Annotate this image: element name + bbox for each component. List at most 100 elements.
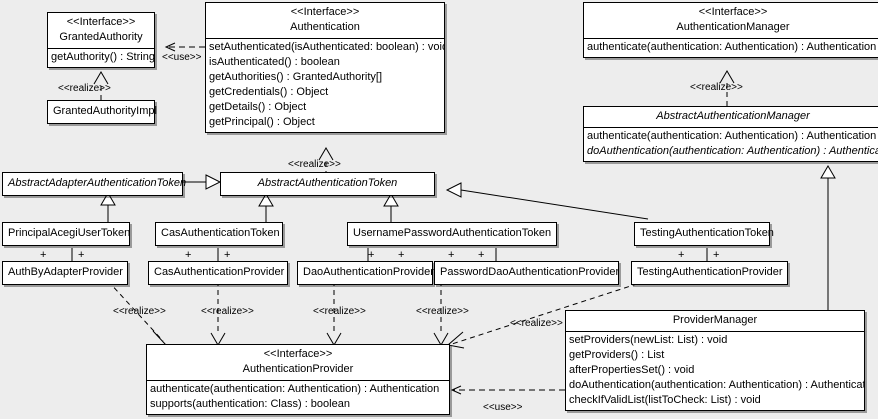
class-auth-by-adapter-provider[interactable]: AuthByAdapterProvider [2, 261, 128, 285]
method-item: getPrincipal() : Object [209, 116, 315, 128]
class-name: CasAuthenticationProvider [154, 266, 285, 278]
assoc-marker-upat-right: + [448, 249, 455, 261]
class-name: Authentication [290, 21, 360, 33]
label-use-provider-manager: <<use>> [483, 402, 523, 413]
class-name: AuthenticationManager [676, 21, 790, 33]
class-name: CasAuthenticationToken [161, 227, 280, 239]
assoc-marker-testing-right: + [713, 249, 720, 261]
class-header: TestingAuthenticationProvider [632, 262, 787, 284]
assoc-marker-cas-left: + [185, 249, 192, 261]
label-realize-abstract-authentication-manager: <<realize>> [690, 82, 743, 93]
method-compartment: getAuthority() : String [48, 48, 154, 67]
class-abstract-authentication-manager[interactable]: AbstractAuthenticationManager authentica… [583, 106, 878, 162]
class-cas-authentication-provider[interactable]: CasAuthenticationProvider [148, 261, 288, 285]
class-header: <<Interface>> AuthenticationManager [584, 3, 878, 38]
class-authentication-provider[interactable]: <<Interface>> AuthenticationProvider aut… [146, 344, 450, 415]
class-testing-authentication-provider[interactable]: TestingAuthenticationProvider [631, 261, 788, 285]
class-testing-authentication-token[interactable]: TestingAuthenticationToken [634, 222, 774, 246]
class-principal-acegi-user-token[interactable]: PrincipalAcegiUserToken [2, 222, 130, 246]
stereotype-label: <<Interface>> [66, 16, 136, 28]
class-header: AbstractAuthenticationManager [584, 107, 878, 127]
class-name: AbstractAdapterAuthenticationToken [8, 177, 187, 189]
assoc-marker-principal-left: + [40, 249, 47, 261]
class-header: PrincipalAcegiUserToken [3, 223, 131, 245]
label-realize-abstract-authentication-token: <<realize>> [288, 159, 341, 170]
assoc-marker-principal-right: + [78, 249, 85, 261]
class-abstract-adapter-authentication-token[interactable]: AbstractAdapterAuthenticationToken [2, 172, 187, 196]
method-item: checkIfValidList(listToCheck: List) : vo… [569, 394, 761, 406]
class-header: CasAuthenticationProvider [149, 262, 287, 284]
class-header: AbstractAdapterAuthenticationToken [3, 173, 187, 195]
method-compartment: setProviders(newList: List) : void getPr… [566, 331, 864, 410]
label-realize-password-dao-provider: <<realize>> [416, 306, 469, 317]
class-name: PrincipalAcegiUserToken [8, 227, 131, 239]
edge-castoken-extends-abstracttoken [258, 193, 274, 222]
method-item: getAuthority() : String [51, 51, 154, 63]
class-header: CasAuthenticationToken [156, 223, 282, 245]
label-realize-testing-provider: <<realize>> [510, 318, 563, 329]
label-realize-auth-by-adapter: <<realize>> [113, 306, 166, 317]
class-header: GrantedAuthorityImpl [48, 101, 157, 123]
class-abstract-authentication-token[interactable]: AbstractAuthenticationToken [220, 172, 435, 196]
class-header: TestingAuthenticationToken [635, 223, 774, 245]
class-authentication-manager[interactable]: <<Interface>> AuthenticationManager auth… [583, 2, 878, 58]
stereotype-label: <<Interface>> [698, 6, 768, 18]
method-item: setAuthenticated(isAuthenticated: boolea… [209, 41, 444, 53]
method-item: doAuthentication(authentication: Authent… [587, 145, 878, 157]
class-password-dao-authentication-provider[interactable]: PasswordDaoAuthenticationProvider [434, 261, 619, 285]
method-item: afterPropertiesSet() : void [569, 364, 695, 376]
class-header: AbstractAuthenticationToken [221, 173, 434, 195]
class-name: GrantedAuthorityImpl [53, 105, 157, 117]
class-header: DaoAuthenticationProvider [298, 262, 434, 284]
method-item: getCredentials() : Object [209, 86, 329, 98]
class-name: TestingAuthenticationToken [640, 227, 774, 239]
label-use-granted-authority: <<use>> [162, 52, 202, 63]
class-header: PasswordDaoAuthenticationProvider [435, 262, 620, 284]
class-header: ProviderManager [566, 311, 864, 331]
class-name: PasswordDaoAuthenticationProvider [440, 266, 620, 278]
method-item: authenticate(authentication: Authenticat… [587, 41, 877, 53]
edge-testingtoken-extends-abstracttoken [445, 182, 649, 220]
class-header: <<Interface>> AuthenticationProvider [147, 345, 449, 380]
class-header: <<Interface>> Authentication [206, 3, 444, 38]
assoc-marker-upat-far: + [478, 249, 485, 261]
class-name: TestingAuthenticationProvider [637, 266, 783, 278]
method-item: authenticate(authentication: Authenticat… [587, 130, 877, 142]
class-name: DaoAuthenticationProvider [303, 266, 434, 278]
class-name: AuthByAdapterProvider [8, 266, 123, 278]
method-compartment: setAuthenticated(isAuthenticated: boolea… [206, 38, 444, 132]
label-realize-dao-provider: <<realize>> [313, 306, 366, 317]
assoc-marker-upat-mid: + [398, 249, 405, 261]
class-name: GrantedAuthority [59, 31, 143, 43]
label-realize-granted-authority-impl: <<realize>> [58, 83, 111, 94]
class-name: UsernamePasswordAuthenticationToken [353, 227, 552, 239]
class-granted-authority[interactable]: <<Interface>> GrantedAuthority getAuthor… [47, 12, 155, 68]
edge-upat-extends-abstracttoken [383, 193, 399, 222]
class-granted-authority-impl[interactable]: GrantedAuthorityImpl [47, 100, 157, 124]
assoc-marker-upat-left: + [368, 249, 375, 261]
method-item: getProviders() : List [569, 349, 665, 361]
assoc-marker-testing-left: + [678, 249, 685, 261]
class-header: <<Interface>> GrantedAuthority [48, 13, 154, 48]
class-username-password-authentication-token[interactable]: UsernamePasswordAuthenticationToken [347, 222, 557, 246]
method-item: isAuthenticated() : boolean [209, 56, 340, 68]
class-header: UsernamePasswordAuthenticationToken [348, 223, 556, 245]
method-item: setProviders(newList: List) : void [569, 334, 728, 346]
class-name: AbstractAuthenticationToken [257, 177, 398, 189]
assoc-marker-cas-right: + [224, 249, 231, 261]
method-item: getDetails() : Object [209, 101, 307, 113]
stereotype-label: <<Interface>> [263, 348, 333, 360]
class-name: AuthenticationProvider [242, 363, 354, 375]
class-provider-manager[interactable]: ProviderManager setProviders(newList: Li… [565, 310, 865, 411]
class-dao-authentication-provider[interactable]: DaoAuthenticationProvider [297, 261, 434, 285]
class-name: ProviderManager [672, 314, 758, 326]
edge-principaltoken-extends-adaptertoken [100, 192, 116, 222]
method-item: supports(authentication: Class) : boolea… [150, 398, 350, 410]
class-authentication[interactable]: <<Interface>> Authentication setAuthenti… [205, 2, 445, 133]
class-cas-authentication-token[interactable]: CasAuthenticationToken [155, 222, 283, 246]
method-item: doAuthentication(authentication: Authent… [569, 379, 864, 391]
method-compartment: authenticate(authentication: Authenticat… [584, 127, 878, 161]
method-compartment: authenticate(authentication: Authenticat… [584, 38, 878, 57]
method-compartment: authenticate(authentication: Authenticat… [147, 380, 449, 414]
class-header: AuthByAdapterProvider [3, 262, 127, 284]
